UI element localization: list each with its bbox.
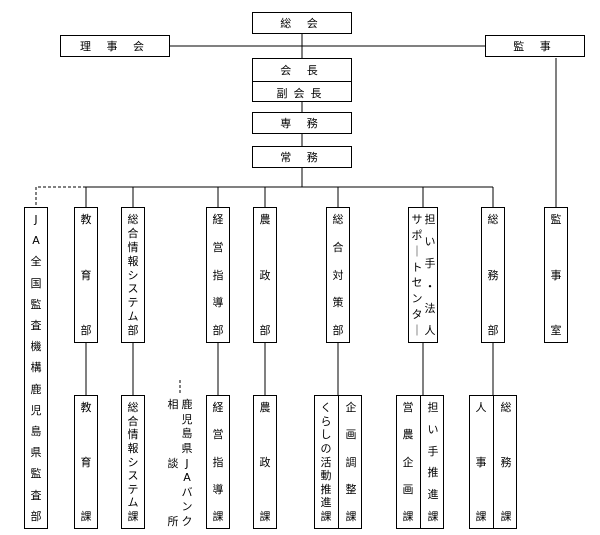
support-center-text-right: 担い手・法人 bbox=[424, 213, 436, 337]
general-affairs-sections-box: 人事課 総務課 bbox=[469, 395, 517, 529]
management-dept-box: 経営指導部 bbox=[206, 207, 230, 343]
info-system-dept-box: 総合情報システム部 bbox=[121, 207, 145, 343]
education-section-box: 教育課 bbox=[74, 395, 98, 529]
vice-president-label: 副会長 bbox=[276, 86, 328, 100]
general-measures-sections-box: くらしの活動推進課 企画調整課 bbox=[314, 395, 362, 529]
general-measures-dept-box: 総合対策部 bbox=[326, 207, 350, 343]
agri-policy-section-text: 農政課 bbox=[259, 401, 271, 523]
audit-office-text: 監事室 bbox=[550, 213, 562, 337]
section-divider bbox=[420, 396, 421, 528]
agri-policy-dept-box: 農政部 bbox=[253, 207, 277, 343]
senmu-box: 専 務 bbox=[252, 112, 352, 134]
president-label: 会 長 bbox=[253, 59, 351, 82]
section-divider bbox=[493, 396, 494, 528]
general-affairs-dept-text: 総務部 bbox=[487, 213, 499, 337]
education-dept-text: 教育部 bbox=[80, 213, 92, 337]
planning-adjust-section-text: 企画調整課 bbox=[345, 401, 357, 523]
living-promotion-section-text: くらしの活動推進課 bbox=[320, 401, 332, 523]
general-meeting-box: 総 会 bbox=[252, 12, 352, 34]
general-affairs-section-text: 総務課 bbox=[500, 401, 512, 523]
ninaite-promotion-section-text: 担い手推進課 bbox=[427, 401, 439, 523]
management-dept-text: 経営指導部 bbox=[212, 213, 224, 337]
agri-policy-dept-text: 農政部 bbox=[259, 213, 271, 337]
auditor-box: 監 事 bbox=[485, 35, 585, 57]
support-center-text-left: サポ｜トセンタ｜ bbox=[411, 213, 423, 337]
support-center-sections-box: 営農企画課 担い手推進課 bbox=[396, 395, 444, 529]
education-dept-box: 教育部 bbox=[74, 207, 98, 343]
education-section-text: 教育課 bbox=[80, 401, 92, 523]
support-center-box: 担い手・法人 サポ｜トセンタ｜ bbox=[408, 207, 438, 343]
agri-policy-section-box: 農政課 bbox=[253, 395, 277, 529]
jomu-box: 常 務 bbox=[252, 146, 352, 168]
section-divider bbox=[338, 396, 339, 528]
management-section-box: 経営指導課 bbox=[206, 395, 230, 529]
agri-planning-section-text: 営農企画課 bbox=[402, 401, 414, 523]
info-system-section-text: 総合情報システム課 bbox=[127, 401, 139, 523]
management-section-text: 経営指導課 bbox=[212, 401, 224, 523]
president-box: 会 長 副会長 bbox=[252, 58, 352, 102]
personnel-section-text: 人事課 bbox=[475, 401, 487, 523]
audit-office-box: 監事室 bbox=[544, 207, 568, 343]
connector-audit-org-dashed bbox=[35, 186, 86, 207]
board-box: 理 事 会 bbox=[60, 35, 170, 57]
general-measures-dept-text: 総合対策部 bbox=[332, 213, 344, 337]
info-system-dept-text: 総合情報システム部 bbox=[127, 213, 139, 337]
general-affairs-dept-box: 総務部 bbox=[481, 207, 505, 343]
info-system-section-box: 総合情報システム課 bbox=[121, 395, 145, 529]
jabank-text-left: 相談所 bbox=[167, 398, 179, 528]
